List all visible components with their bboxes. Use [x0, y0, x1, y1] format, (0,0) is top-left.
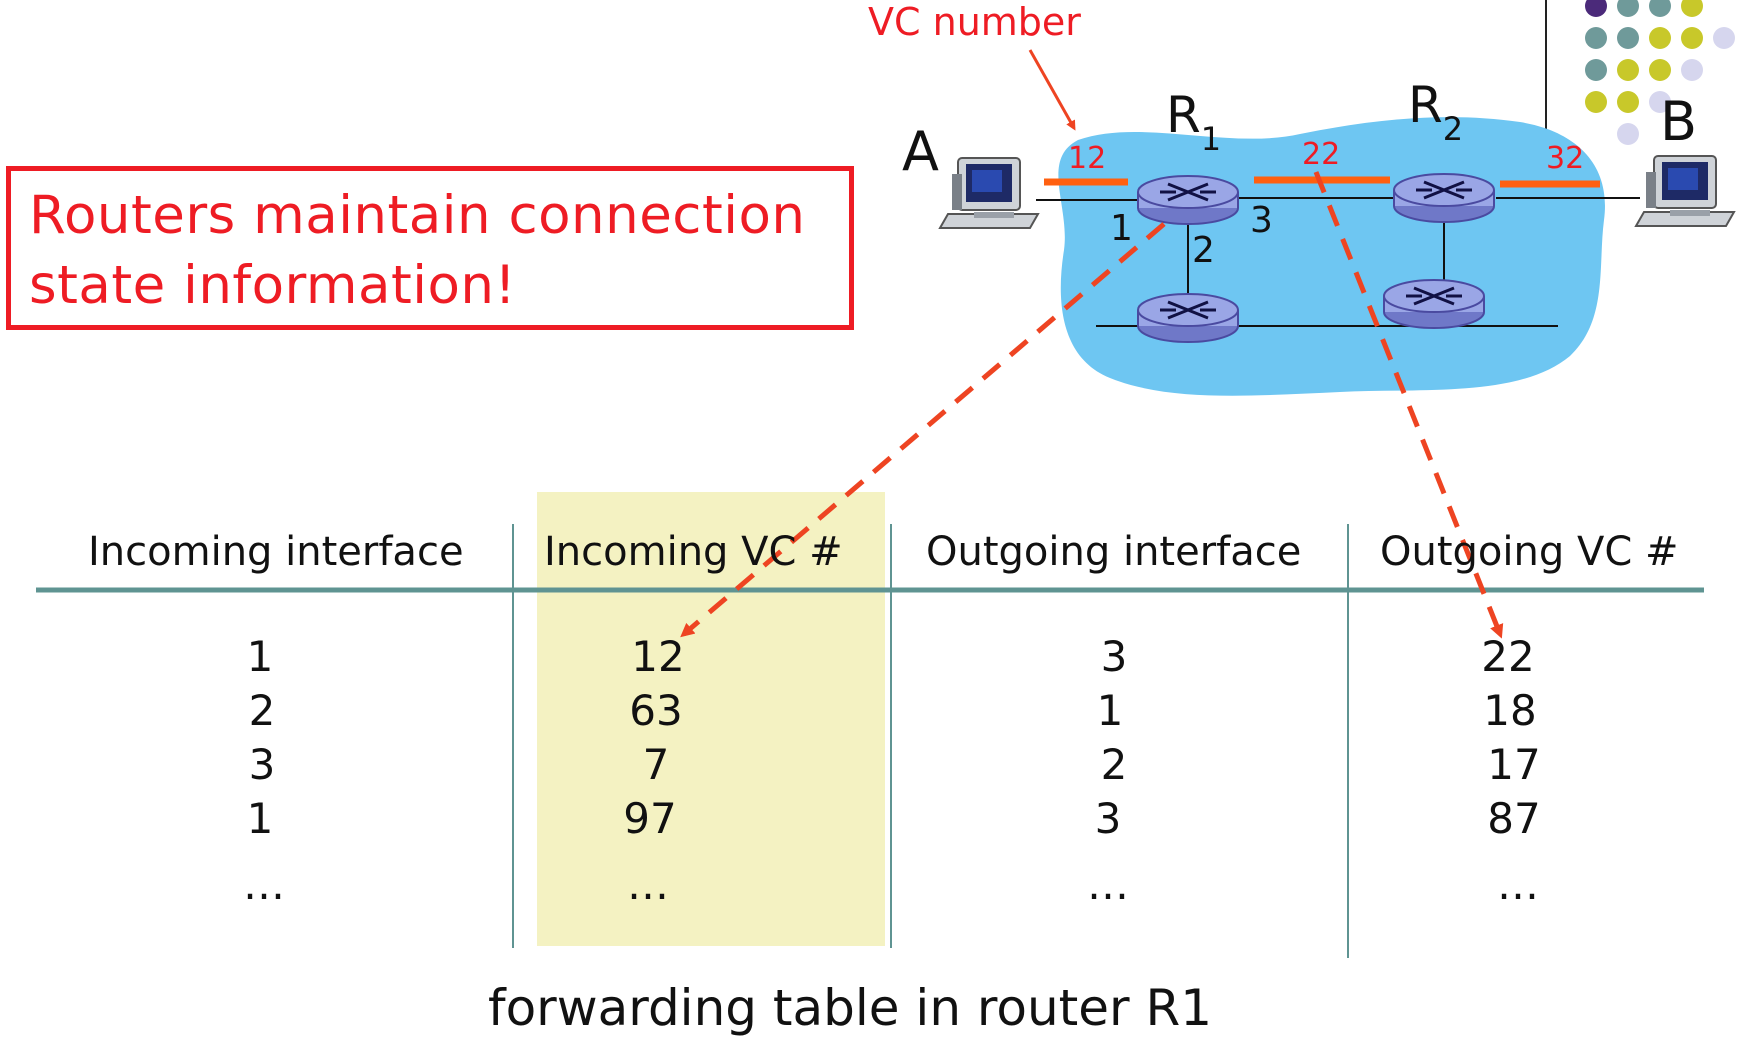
header-outgoing-vc: Outgoing VC #: [1380, 529, 1679, 575]
dot: [1617, 123, 1639, 145]
table-cell: 3: [1100, 632, 1128, 681]
callout-box: Routers maintain connection state inform…: [6, 166, 854, 330]
dot: [1617, 91, 1639, 113]
header-incoming-interface: Incoming interface: [88, 529, 464, 575]
dot: [1617, 0, 1639, 17]
table-cell: 12: [631, 632, 685, 681]
table-cell: 18: [1483, 686, 1537, 735]
header-incoming-vc: Incoming VC #: [544, 529, 843, 575]
table-cell: 1: [246, 632, 274, 681]
dot: [1585, 91, 1607, 113]
dot: [1617, 27, 1639, 49]
r1-interface-2-label: 2: [1192, 230, 1215, 271]
callout-line-1: Routers maintain connection: [29, 185, 806, 246]
callout-text: Routers maintain connection state inform…: [29, 181, 849, 321]
table-cell: …: [243, 860, 285, 909]
incoming-vc-column-highlight: [537, 492, 885, 946]
dot: [1681, 27, 1703, 49]
table-cell: 2: [248, 686, 276, 735]
callout-line-2: state information!: [29, 255, 517, 316]
router-r1-subscript: 1: [1201, 120, 1221, 158]
table-cell: 3: [248, 740, 276, 789]
router-r3: [1137, 293, 1239, 343]
dot: [1713, 27, 1735, 49]
dot: [1585, 0, 1607, 17]
dot: [1681, 59, 1703, 81]
vc-label-r2-b: 32: [1546, 141, 1584, 176]
router-r1-label: R1: [1166, 86, 1221, 158]
dot: [1681, 0, 1703, 17]
dot: [1617, 59, 1639, 81]
table-cell: …: [627, 860, 669, 909]
dot: [1585, 27, 1607, 49]
host-a-label: A: [902, 120, 939, 183]
dot: [1649, 0, 1671, 17]
table-cell: 7: [642, 740, 670, 789]
decorative-dot-grid: [1585, 0, 1735, 145]
vc-number-pointer-arrow: [1028, 49, 1076, 131]
router-r2: [1393, 173, 1495, 223]
vc-path-segments: [1044, 176, 1600, 188]
vc-number-annotation: VC number: [868, 0, 1081, 44]
table-cell: 17: [1487, 740, 1541, 789]
table-cell: …: [1497, 860, 1539, 909]
table-cell: 97: [623, 794, 677, 843]
table-cell: …: [1087, 860, 1129, 909]
table-rules: [36, 524, 1704, 958]
table-cell: 1: [1096, 686, 1124, 735]
header-outgoing-interface: Outgoing interface: [926, 529, 1302, 575]
vc-label-a-r1: 12: [1068, 141, 1106, 176]
host-b-label: B: [1660, 90, 1697, 153]
table-cell: 22: [1481, 632, 1535, 681]
table-cell: 2: [1100, 740, 1128, 789]
router-r2-subscript: 2: [1443, 110, 1463, 148]
table-caption: forwarding table in router R1: [487, 979, 1213, 1037]
host-a-computer-icon: [938, 157, 1040, 229]
host-b-computer-icon: [1634, 155, 1736, 227]
dot: [1649, 91, 1671, 113]
table-cell: 87: [1487, 794, 1541, 843]
vc-label-r1-r2: 22: [1302, 137, 1340, 172]
mapping-arrow-link-to-outgoing-vc: [1313, 171, 1504, 639]
dot: [1649, 59, 1671, 81]
router-r2-letter: R: [1408, 76, 1443, 134]
r1-interface-1-label: 1: [1110, 208, 1133, 249]
router-r1-letter: R: [1166, 86, 1201, 144]
router-r4: [1383, 279, 1485, 329]
dot: [1649, 27, 1671, 49]
router-r2-label: R2: [1408, 76, 1463, 148]
table-cell: 63: [629, 686, 683, 735]
table-cell: 1: [246, 794, 274, 843]
r1-interface-3-label: 3: [1250, 200, 1273, 241]
table-cell: 3: [1094, 794, 1122, 843]
dot: [1585, 59, 1607, 81]
router-r1: [1137, 175, 1239, 225]
